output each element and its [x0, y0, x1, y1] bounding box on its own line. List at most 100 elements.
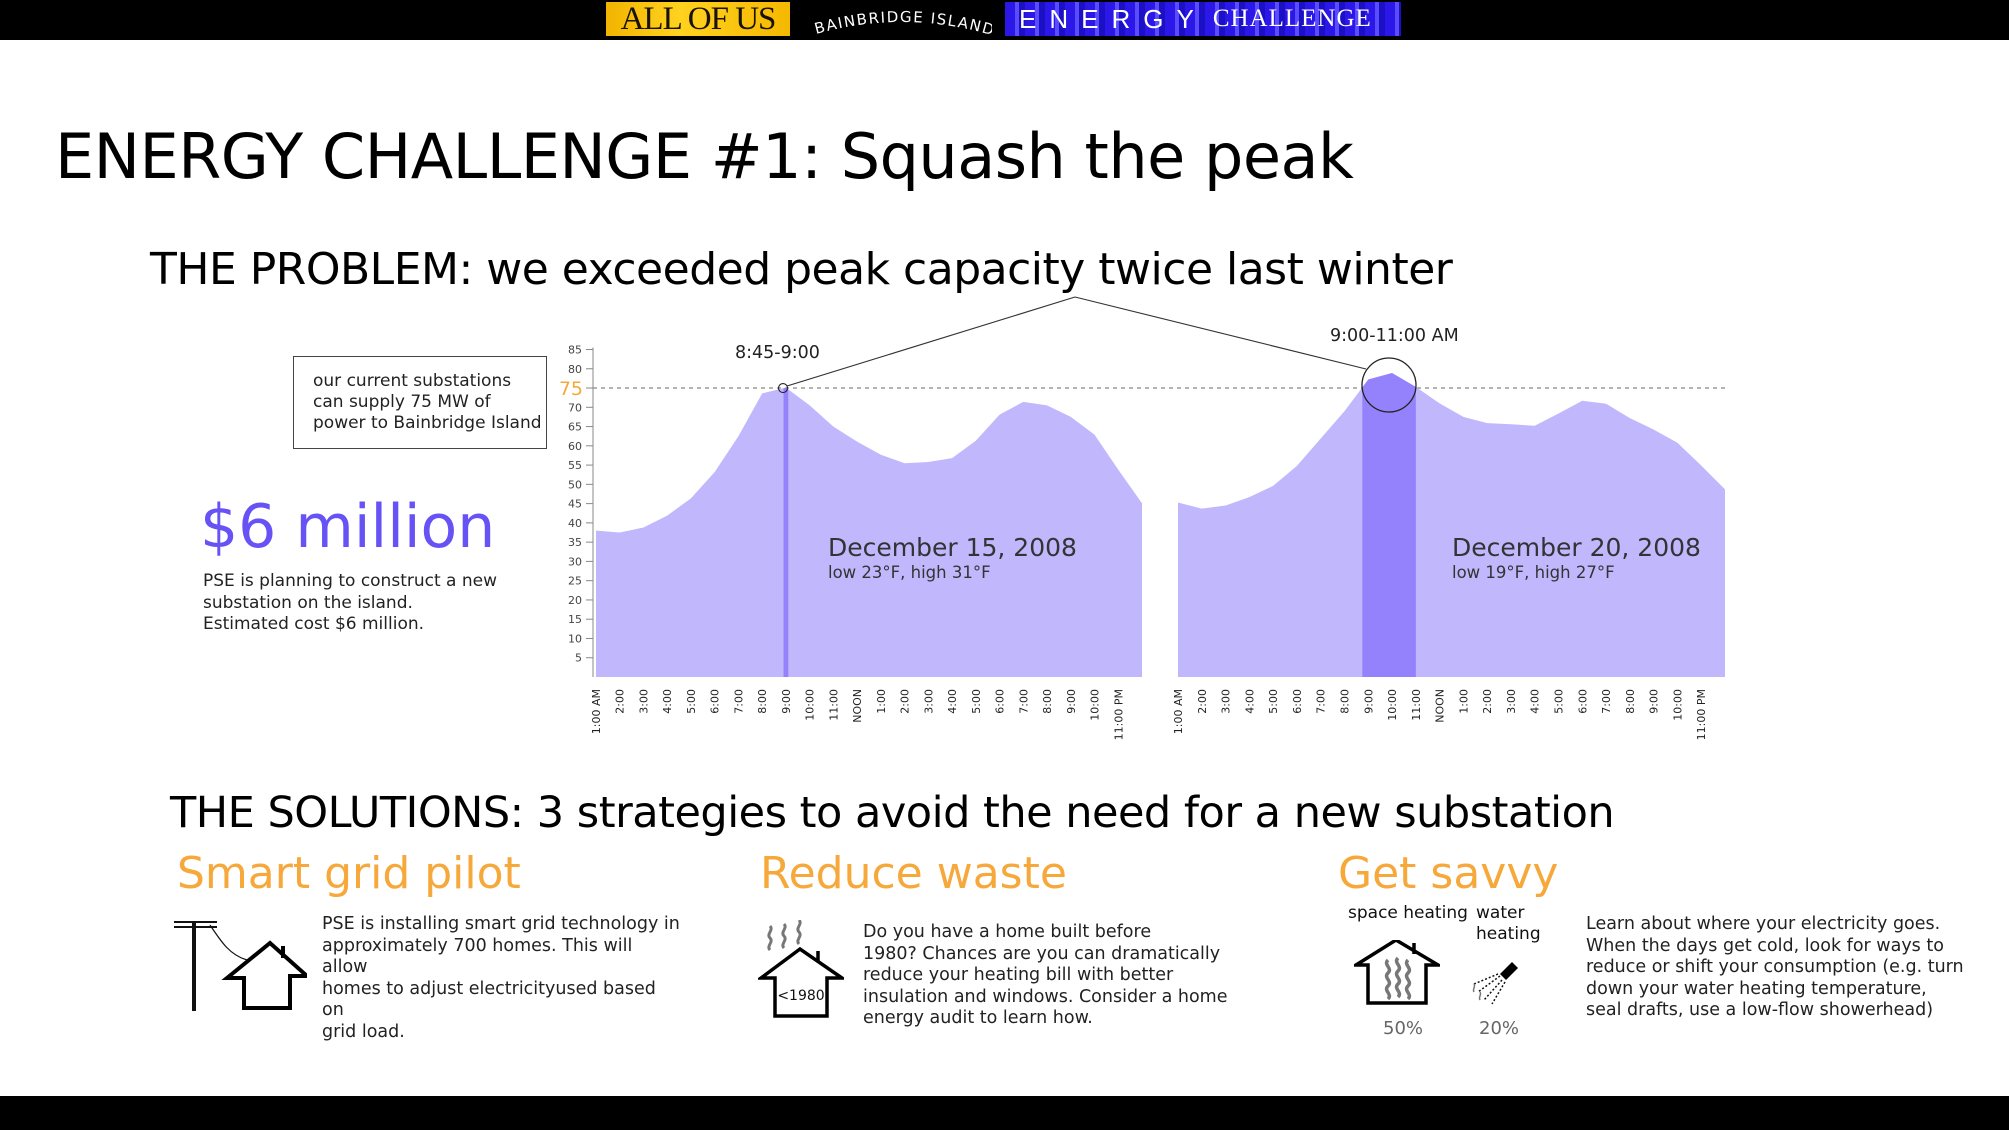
- text-line: energy audit to learn how.: [863, 1008, 1093, 1028]
- x-tick-label: 11:00: [827, 689, 840, 721]
- text-line: 1980? Chances are you can dramatically: [863, 943, 1221, 964]
- chart-date-title: December 20, 2008: [1452, 533, 1701, 562]
- x-tick-label: 11:00: [1410, 689, 1423, 721]
- power-pole-house-icon: [174, 921, 307, 1011]
- y-tick-label: 80: [568, 363, 582, 376]
- label-line: heating: [1476, 924, 1541, 944]
- y-tick-label: 55: [568, 459, 582, 472]
- y-tick-label: 15: [568, 613, 582, 626]
- x-tick-label: 7:00: [1600, 689, 1613, 714]
- x-tick-label: 1:00 AM: [590, 689, 603, 734]
- text-line: insulation and windows. Consider a home: [863, 986, 1228, 1007]
- bainbridge-island-wordmark: BAINBRIDGE ISLAND: [812, 8, 992, 36]
- y-tick-label: 40: [568, 517, 582, 530]
- cost-description-line: PSE is planning to construct a new: [203, 571, 497, 591]
- peak-time-annotation: 8:45-9:00: [735, 343, 820, 363]
- water-heating-label: water heating: [1476, 903, 1541, 945]
- space-heating-label: space heating: [1348, 903, 1468, 923]
- energy-challenge-logo: ENERGY CHALLENGE: [1005, 2, 1401, 36]
- x-tick-label: 5:00: [685, 689, 698, 714]
- text-line: approximately 700 homes. This will allow: [322, 935, 633, 978]
- y-tick-label: 20: [568, 594, 582, 607]
- water-heating-percent: 20%: [1479, 1018, 1520, 1039]
- peak-window-highlight: [783, 387, 789, 677]
- all-of-us-text: ALL OF US: [620, 2, 777, 36]
- x-tick-label: 4:00: [946, 689, 959, 714]
- x-tick-label: 5:00: [1267, 689, 1280, 714]
- x-tick-label: 3:00: [1505, 689, 1518, 714]
- x-tick-label: 5:00: [970, 689, 983, 714]
- x-tick-label: 2:00: [1196, 689, 1209, 714]
- text-line: reduce or shift your consumption (e.g. t…: [1586, 957, 1964, 977]
- solution-text-reduce-waste: Do you have a home built before 1980? Ch…: [863, 922, 1233, 1030]
- shower-icon: [1472, 962, 1518, 1005]
- solution-text-get-savvy: Learn about where your electricity goes.…: [1586, 914, 1986, 1022]
- x-tick-label: NOON: [1434, 689, 1447, 723]
- chart-weather-subtitle: low 19°F, high 27°F: [1452, 563, 1615, 582]
- x-tick-label: 6:00: [709, 689, 722, 714]
- x-tick-label: 11:00 PM: [1695, 689, 1708, 740]
- connector-line-left: [786, 296, 1076, 387]
- text-line: Do you have a home built before: [863, 922, 1152, 942]
- y-tick-label: 45: [568, 498, 582, 511]
- x-tick-label: 10:00: [1089, 689, 1102, 721]
- y-tick-label: 85: [568, 343, 582, 356]
- x-tick-label: 10:00: [804, 689, 817, 721]
- y-tick-label: 10: [568, 632, 582, 645]
- cost-description-line: Estimated cost $6 million.: [203, 614, 425, 634]
- x-tick-label: NOON: [851, 689, 864, 723]
- all-of-us-logo: ALL OF US: [606, 2, 790, 36]
- y-tick-label-capacity: 75: [559, 378, 583, 400]
- text-line: PSE is installing smart grid technology …: [322, 914, 680, 934]
- label-line: water: [1476, 903, 1525, 923]
- solutions-heading: THE SOLUTIONS: 3 strategies to avoid the…: [170, 788, 1615, 838]
- peak-marker-large: [1361, 357, 1417, 413]
- solution-title-reduce-waste: Reduce waste: [760, 848, 1067, 899]
- load-area-2: [1178, 373, 1725, 677]
- chart-date-title: December 15, 2008: [828, 533, 1077, 562]
- x-tick-label: 5:00: [1553, 689, 1566, 714]
- y-tick-label: 35: [568, 536, 582, 549]
- text-line: reduce your heating bill with better: [863, 965, 1174, 985]
- x-tick-label: 8:00: [1624, 689, 1637, 714]
- challenge-text: CHALLENGE: [1212, 5, 1372, 32]
- x-tick-label: 3:00: [922, 689, 935, 714]
- x-tick-label: 9:00: [1362, 689, 1375, 714]
- heated-house-icon: [1354, 940, 1440, 1005]
- x-tick-label: 10:00: [1671, 689, 1684, 721]
- y-tick-label: 30: [568, 555, 582, 568]
- y-tick-label: 5: [575, 652, 582, 665]
- text-line: seal drafts, use a low-flow showerhead): [1586, 1000, 1934, 1020]
- connector-line-right: [1074, 296, 1367, 370]
- x-tick-label: 1:00: [875, 689, 888, 714]
- capacity-callout: our current substations can supply 75 MW…: [293, 356, 547, 449]
- text-line: homes to adjust electricityused based on: [322, 978, 656, 1021]
- x-tick-label: 9:00: [1648, 689, 1661, 714]
- text-line: grid load.: [322, 1021, 405, 1042]
- x-tick-label: 6:00: [1291, 689, 1304, 714]
- x-tick-label: 2:00: [899, 689, 912, 714]
- x-tick-label: 10:00: [1386, 689, 1399, 721]
- x-tick-label: 1:00 AM: [1172, 689, 1185, 734]
- cost-figure: $6 million: [200, 492, 496, 562]
- x-tick-label: 7:00: [1017, 689, 1030, 714]
- x-tick-label: 4:00: [661, 689, 674, 714]
- cost-description-line: substation on the island.: [203, 592, 413, 613]
- x-tick-label: 7:00: [1315, 689, 1328, 714]
- x-tick-label: 2:00: [614, 689, 627, 714]
- peak-marker-small: [777, 382, 789, 394]
- x-tick-label: 4:00: [1243, 689, 1256, 714]
- text-line: Learn about where your electricity goes.: [1586, 914, 1941, 934]
- leaky-house-icon: <1980: [758, 920, 844, 1018]
- space-heating-percent: 50%: [1383, 1018, 1424, 1039]
- y-tick-label: 50: [568, 478, 582, 491]
- x-tick-label: 7:00: [732, 689, 745, 714]
- x-tick-label: 3:00: [637, 689, 650, 714]
- chart-weather-subtitle: low 23°F, high 31°F: [828, 563, 991, 582]
- x-tick-label: 2:00: [1481, 689, 1494, 714]
- x-tick-label: 9:00: [780, 689, 793, 714]
- bottom-bar: [0, 1096, 2009, 1130]
- x-tick-label: 3:00: [1220, 689, 1233, 714]
- solution-text-smart-grid: PSE is installing smart grid technology …: [322, 914, 682, 1043]
